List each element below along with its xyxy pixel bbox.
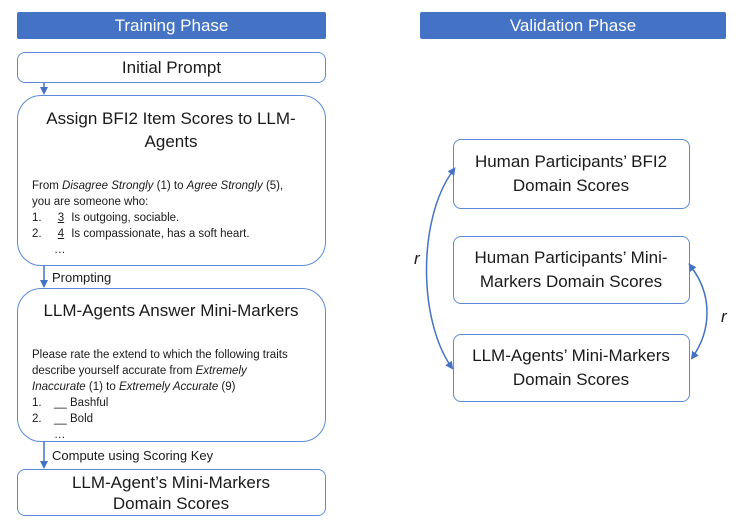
human-bfi2-label: Human Participants’ BFI2 Domain Scores xyxy=(474,152,668,195)
item-number: 1. xyxy=(32,397,42,409)
assign-scores-box: Assign BFI2 Item Scores to LLM-Agents Fr… xyxy=(17,95,326,266)
answer-mini-markers-title: LLM-Agents Answer Mini-Markers xyxy=(43,301,299,320)
answer-intro-text: describe yourself accurate from xyxy=(32,365,196,377)
assign-scores-title: Assign BFI2 Item Scores to LLM-Agents xyxy=(46,109,296,151)
correlation-r-right: r xyxy=(721,307,727,326)
prompting-label: Prompting xyxy=(52,270,112,285)
training-phase-header: Training Phase xyxy=(17,12,326,39)
assign-intro-text: (1) to xyxy=(153,180,187,192)
answer-intro-em: Extremely Accurate xyxy=(118,381,219,393)
assign-intro-text: From xyxy=(32,180,63,192)
item-score: 3 xyxy=(57,212,65,224)
validation-phase-header: Validation Phase xyxy=(420,12,726,39)
arrow-bfi2-llm-correlation xyxy=(425,167,456,370)
answer-intro-text: (9) xyxy=(218,381,236,393)
llm-mini-markers-label: LLM-Agents’ Mini-Markers Domain Scores xyxy=(472,346,670,389)
item-text: Bashful xyxy=(70,397,109,409)
item-number: 1. xyxy=(32,212,42,224)
initial-prompt-box: Initial Prompt xyxy=(17,52,326,83)
initial-prompt-label: Initial Prompt xyxy=(121,58,222,77)
correlation-r-left: r xyxy=(414,249,420,268)
ellipsis: … xyxy=(54,244,66,256)
list-item: 1. __ Bashful xyxy=(32,395,322,411)
assign-intro-text: (5), xyxy=(262,180,284,192)
answer-intro-em: Extremely xyxy=(195,365,247,377)
ellipsis: … xyxy=(54,429,66,441)
answer-mini-markers-box: LLM-Agents Answer Mini-Markers Please ra… xyxy=(17,288,326,442)
answer-intro-line: Please rate the extend to which the foll… xyxy=(32,349,288,361)
item-number: 2. xyxy=(32,228,42,240)
list-item: 1. 3 Is outgoing, sociable. xyxy=(32,210,322,226)
assign-intro-em: Disagree Strongly xyxy=(62,180,154,192)
answer-intro-text: (1) to xyxy=(85,381,119,393)
item-number: 2. xyxy=(32,413,42,425)
list-item: 2. 4 Is compassionate, has a soft heart. xyxy=(32,226,322,242)
answer-instructions: Please rate the extend to which the foll… xyxy=(32,347,322,443)
human-mini-markers-label: Human Participants’ Mini-Markers Domain … xyxy=(474,248,668,291)
human-mini-markers-box: Human Participants’ Mini-Markers Domain … xyxy=(453,236,690,304)
output-scores-box: LLM-Agent’s Mini-Markers Domain Scores xyxy=(17,469,326,516)
item-blank: __ xyxy=(54,397,67,409)
arrow-mini-markers-correlation xyxy=(688,263,708,360)
answer-intro-em: Inaccurate xyxy=(32,381,86,393)
item-text: Is outgoing, sociable. xyxy=(71,212,180,224)
assign-intro-line: you are someone who: xyxy=(32,196,149,208)
item-text: Bold xyxy=(70,413,94,425)
item-text: Is compassionate, has a soft heart. xyxy=(71,228,250,240)
item-blank: __ xyxy=(54,413,67,425)
compute-label: Compute using Scoring Key xyxy=(52,448,214,463)
assign-scores-instructions: From Disagree Strongly (1) to Agree Stro… xyxy=(32,178,322,258)
assign-intro-em: Agree Strongly xyxy=(186,180,263,192)
human-bfi2-box: Human Participants’ BFI2 Domain Scores xyxy=(453,139,690,209)
list-item: 2. __ Bold xyxy=(32,411,322,427)
llm-mini-markers-box: LLM-Agents’ Mini-Markers Domain Scores xyxy=(453,334,690,402)
output-scores-label: LLM-Agent’s Mini-Markers Domain Scores xyxy=(71,473,271,513)
item-score: 4 xyxy=(57,228,65,240)
